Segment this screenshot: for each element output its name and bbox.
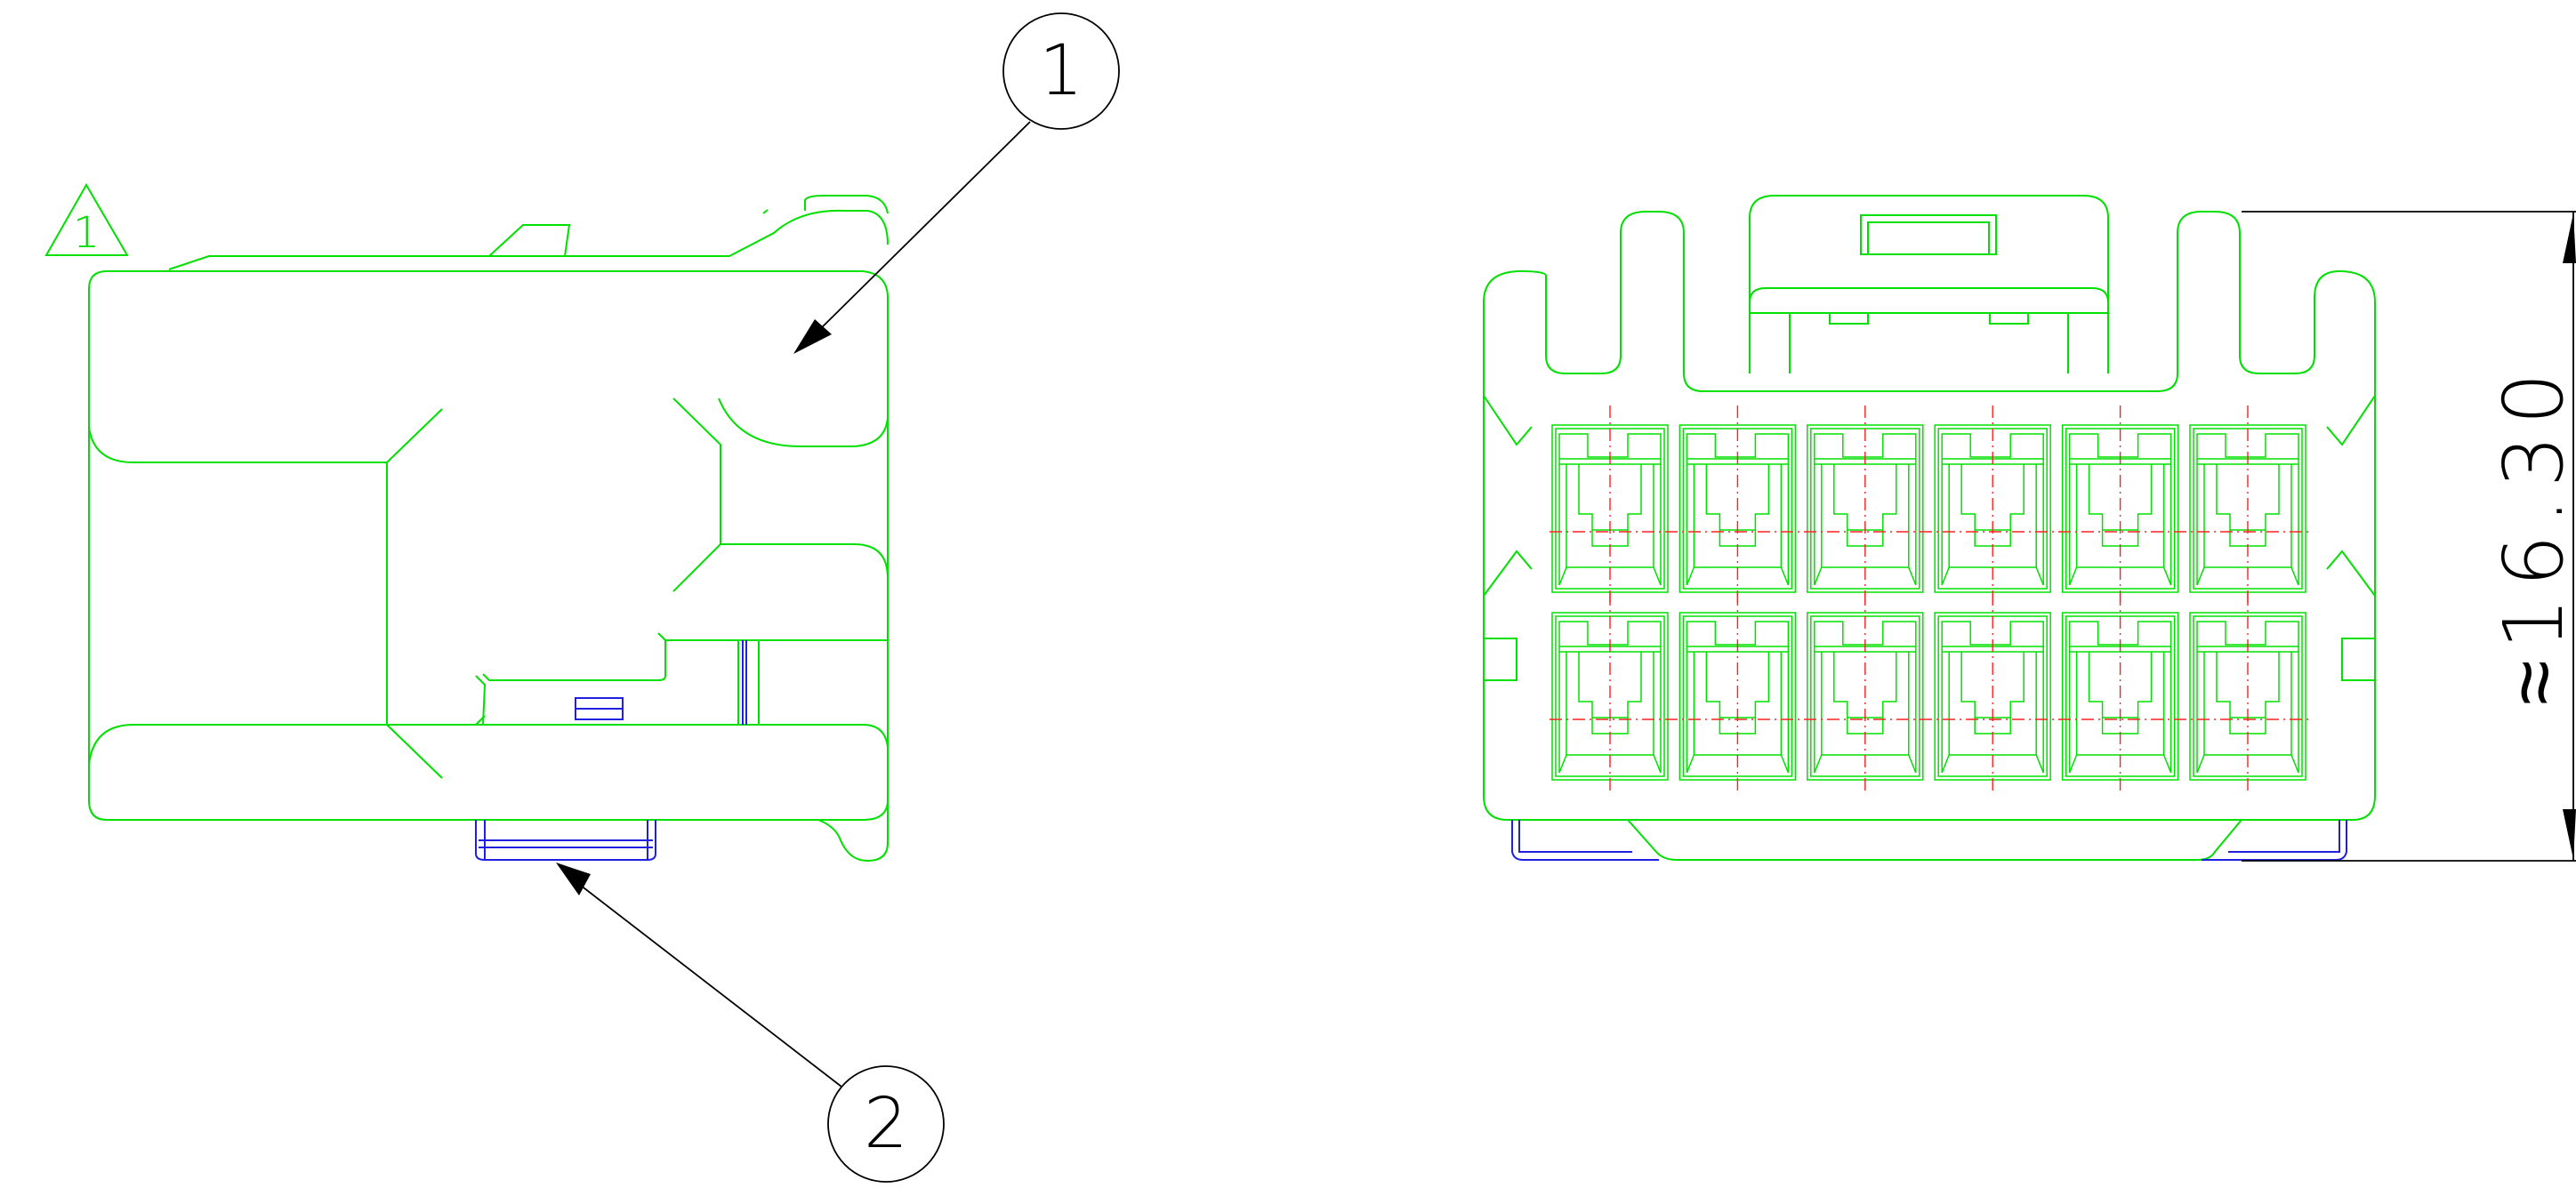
cavity bbox=[1678, 593, 1797, 791]
cavity bbox=[1678, 405, 1797, 603]
side-view bbox=[88, 195, 889, 863]
cavity-grid bbox=[1551, 405, 2306, 791]
balloon-2-arrowhead bbox=[556, 863, 591, 895]
balloon-1-label: 1 bbox=[1039, 31, 1083, 111]
cavity bbox=[1934, 405, 2051, 603]
dimension-arrow-top bbox=[2563, 213, 2576, 263]
dimension-value: ≈16.30 bbox=[2486, 362, 2576, 705]
cavity bbox=[1807, 405, 1924, 603]
balloon-2-label: 2 bbox=[864, 1084, 908, 1164]
balloon-2: 2 bbox=[556, 863, 945, 1183]
balloon-1: 1 bbox=[793, 12, 1120, 354]
cavity bbox=[1551, 405, 1669, 603]
cavity bbox=[2189, 405, 2306, 603]
cavity bbox=[2189, 593, 2306, 791]
height-dimension: ≈16.30 bbox=[2242, 211, 2576, 862]
cavity bbox=[1551, 593, 1669, 791]
cavity bbox=[1934, 593, 2051, 791]
cavity bbox=[2061, 405, 2179, 603]
dimension-label: 16.30 bbox=[2486, 362, 2576, 649]
revision-marker-label: 1 bbox=[73, 208, 101, 258]
cavity bbox=[2061, 593, 2179, 791]
dimension-arrow-bottom bbox=[2563, 809, 2576, 859]
revision-marker: 1 bbox=[44, 182, 129, 258]
cavity bbox=[1807, 593, 1924, 791]
front-view bbox=[1483, 195, 2376, 861]
dimension-prefix: ≈ bbox=[2486, 649, 2576, 705]
balloon-1-arrowhead bbox=[793, 319, 832, 354]
